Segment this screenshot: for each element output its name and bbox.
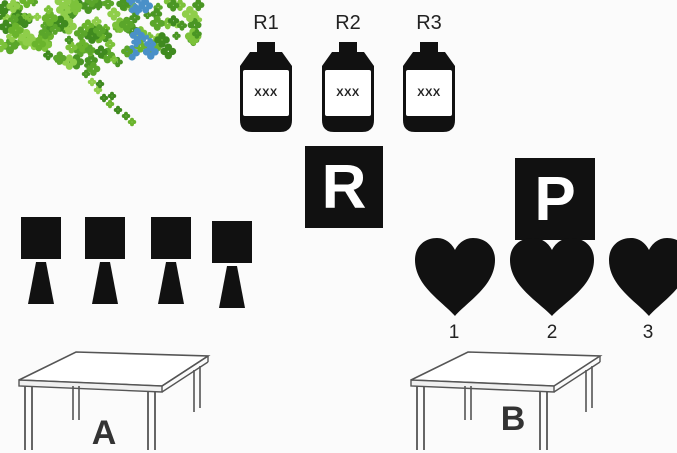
heart-number-2: 2	[537, 322, 567, 344]
reagent-label-r3: R3	[399, 12, 459, 35]
stamp-icon-1	[20, 216, 64, 308]
heart-icon-3	[607, 236, 677, 318]
reagent-label-r1: R1	[236, 12, 296, 35]
jug-marking-r3: XXX	[417, 87, 441, 99]
table-label-b: B	[493, 400, 533, 439]
heart-icon-1	[413, 236, 497, 318]
heart-number-1: 1	[439, 322, 469, 344]
stamp-icon-4	[211, 220, 255, 312]
table-label-a: A	[84, 414, 124, 453]
heart-icon-2	[508, 236, 596, 318]
jug-marking-r1: XXX	[254, 87, 278, 99]
jug-icon-r2: XXX	[316, 40, 380, 135]
jug-icon-r1: XXX	[234, 40, 298, 135]
stamp-icon-3	[150, 216, 194, 308]
jug-icon-r3: XXX	[397, 40, 461, 135]
stamp-icon-2	[84, 216, 128, 308]
letter-box-r: R	[305, 146, 383, 228]
reagent-label-r2: R2	[318, 12, 378, 35]
heart-number-3: 3	[633, 322, 663, 344]
letter-box-p: P	[515, 158, 595, 240]
jug-marking-r2: XXX	[336, 87, 360, 99]
clover-cluster-icon	[0, 0, 220, 130]
